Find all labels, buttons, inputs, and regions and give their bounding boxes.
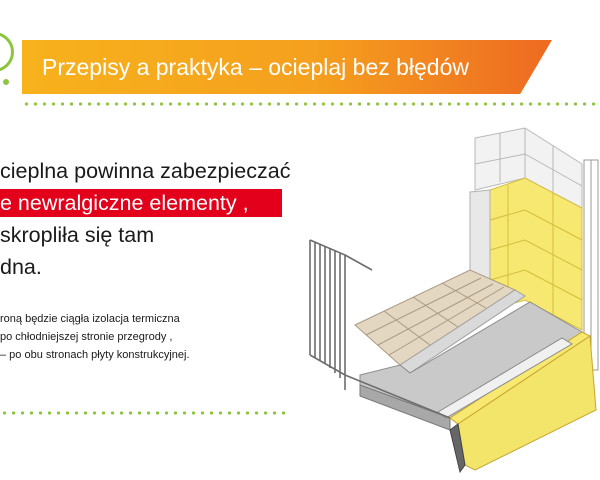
headline-text: cieplna powinna zabezpieczać e newralgic…: [0, 155, 330, 283]
dotted-divider-bottom: [0, 411, 290, 415]
headline-line-1: cieplna powinna zabezpieczać: [0, 159, 291, 183]
headline-line-3: skropliła się tam: [0, 223, 155, 247]
lower-concrete-edge: [449, 423, 466, 474]
balcony-insulation-cross-section-icon: [309, 127, 599, 474]
headline-line-2: e newralgiczne elementy ,: [0, 187, 330, 219]
note-text: roną będzie ciągła izolacja termiczna po…: [0, 310, 300, 364]
decorative-green-dot: [3, 79, 9, 85]
headline-highlight: e newralgiczne elementy ,: [0, 189, 282, 217]
dotted-divider-top: [22, 102, 600, 106]
header-title: Przepisy a praktyka – ocieplaj bez błędó…: [42, 54, 470, 80]
decorative-green-arc: [0, 32, 14, 72]
header-banner: [22, 40, 552, 94]
note-line-2: po chłodniejszej stronie przegrody ,: [0, 331, 173, 343]
balcony-railing: [309, 239, 451, 419]
note-line-3: – po obu stronach płyty konstrukcyjnej.: [0, 349, 190, 361]
headline-line-4: dna.: [0, 255, 42, 279]
balcony-tile-floor: [354, 269, 517, 366]
masonry-wall-top: [474, 127, 583, 209]
note-line-1: roną będzie ciągła izolacja termiczna: [0, 313, 180, 325]
